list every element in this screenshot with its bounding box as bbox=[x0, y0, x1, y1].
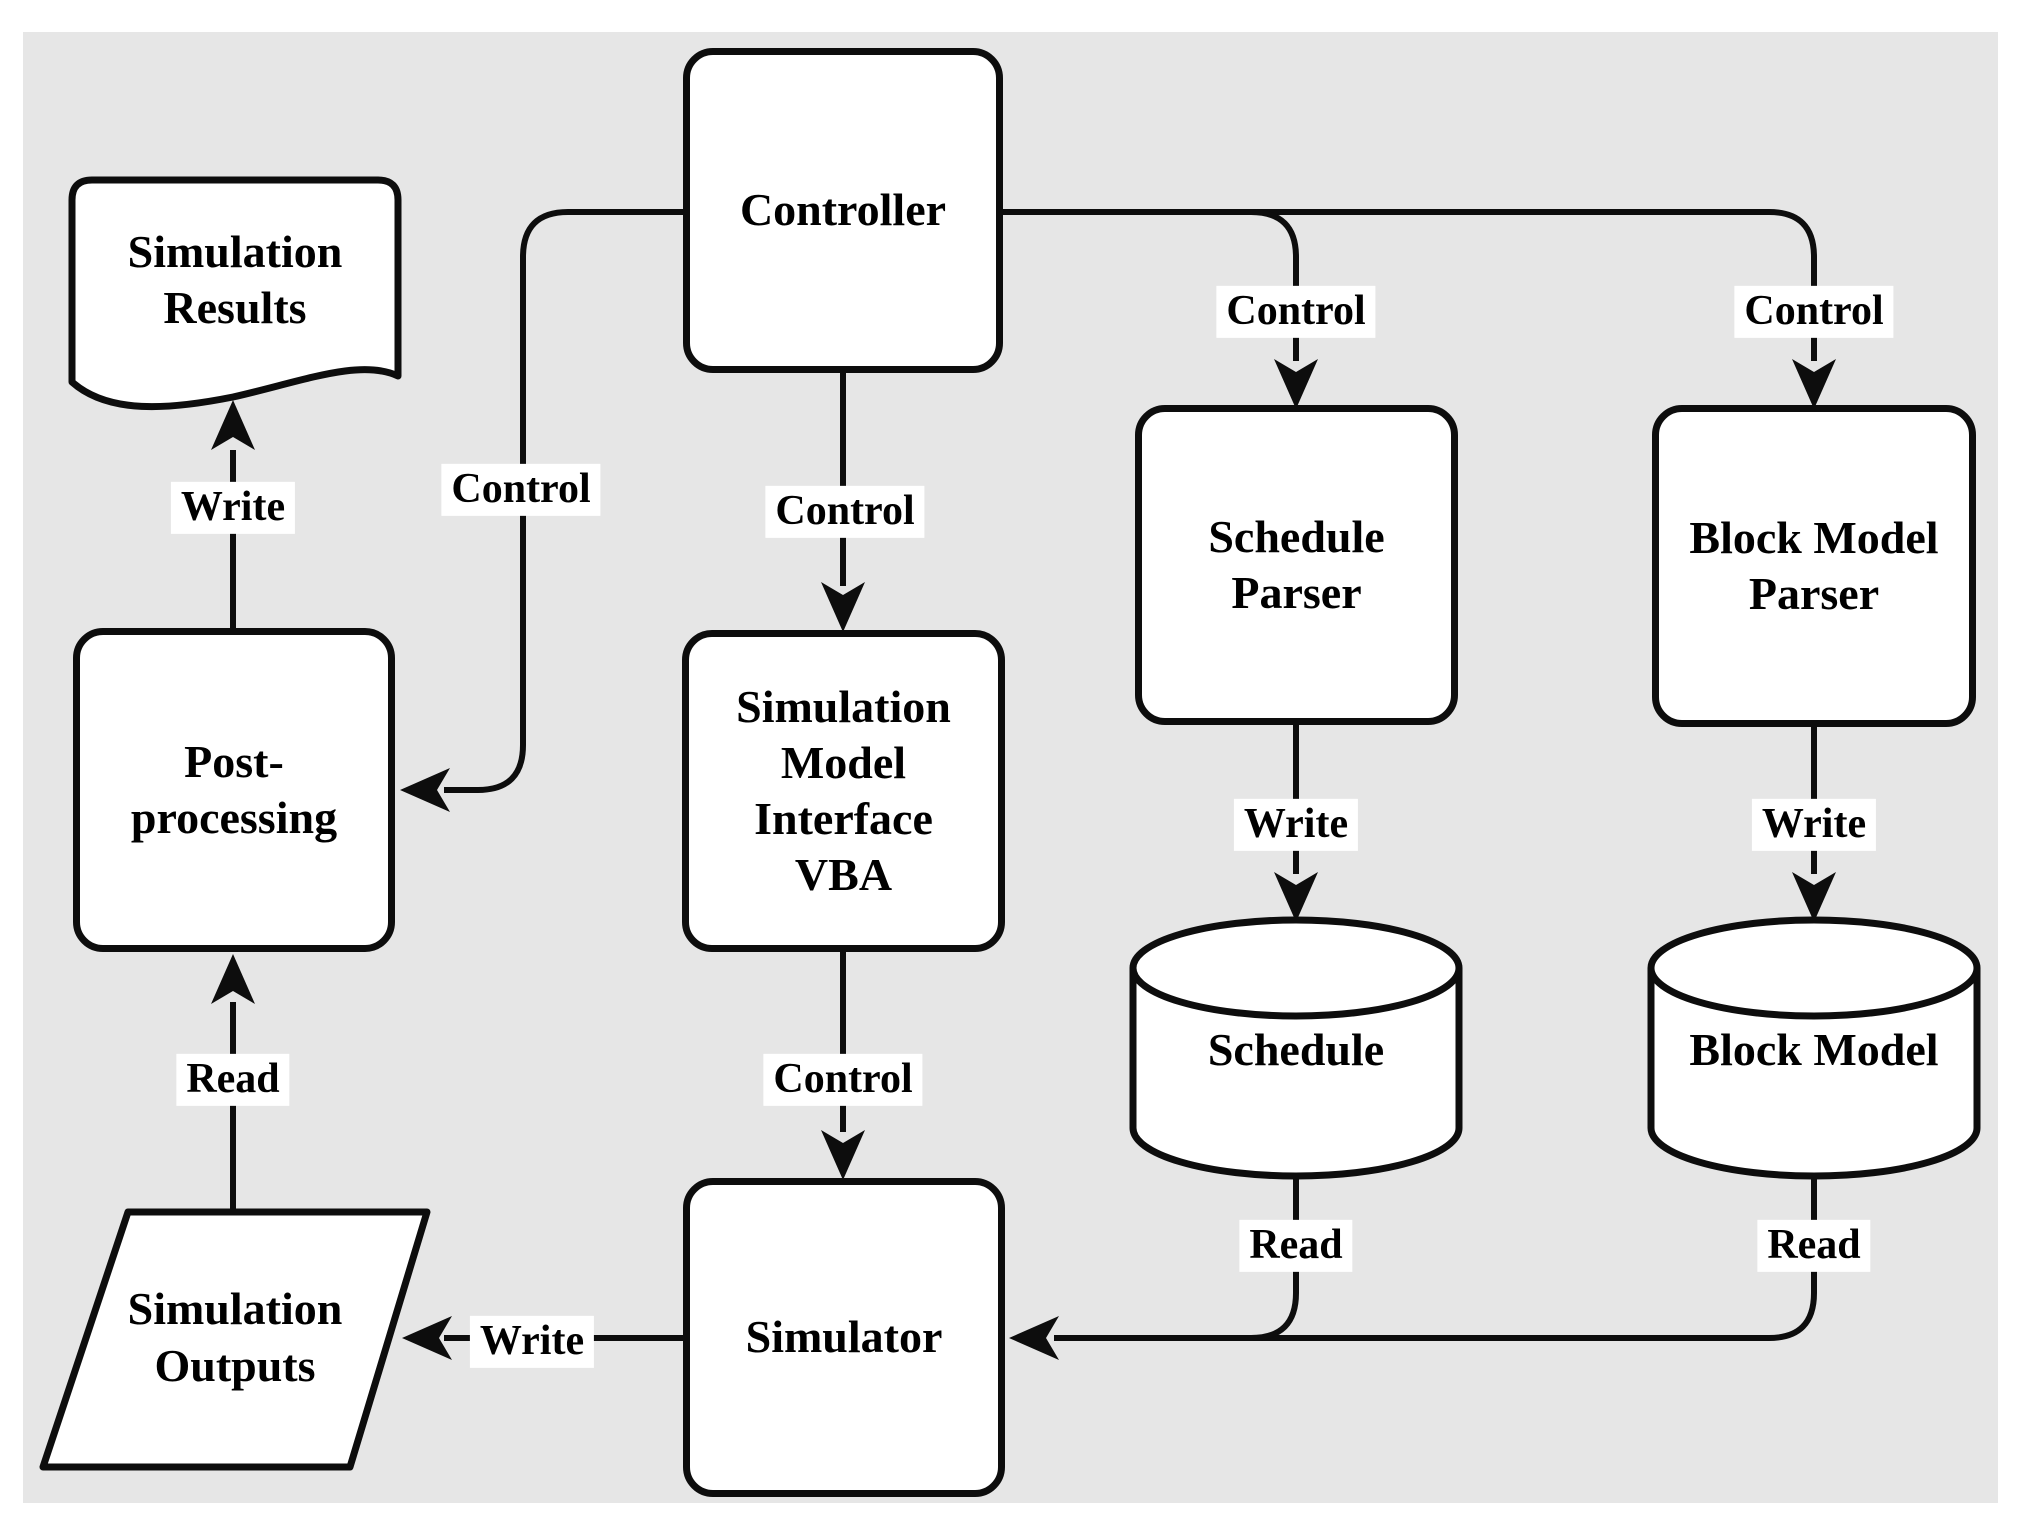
node-controller: Controller bbox=[683, 48, 1003, 373]
node-schedule-db-body bbox=[1129, 968, 1463, 1180]
edge-label-control-to-block-model-parser: Control bbox=[1734, 285, 1894, 339]
edge-label-control-to-schedule-parser: Control bbox=[1216, 285, 1376, 339]
edge-controller-to-schedule-parser-line bbox=[1250, 209, 1299, 361]
arrowhead-into-simulator-top bbox=[821, 1130, 865, 1180]
edge-label-write-to-outputs: Write bbox=[469, 1315, 595, 1369]
edge-block-model-to-simulator-line bbox=[1054, 1178, 1817, 1341]
edge-label-read-outputs-to-post: Read bbox=[176, 1053, 290, 1107]
edge-label-read-block-model: Read bbox=[1757, 1219, 1871, 1273]
node-simulation-outputs-shape bbox=[39, 1208, 431, 1471]
arrowhead-into-schedule-db bbox=[1274, 872, 1318, 922]
node-schedule-db-top bbox=[1129, 916, 1463, 1020]
edge-label-read-schedule: Read bbox=[1239, 1219, 1353, 1273]
node-block-model-parser: Block Model Parser bbox=[1652, 405, 1976, 727]
arrowhead-into-simulator-right bbox=[1009, 1316, 1059, 1360]
edge-schedule-to-simulator-line bbox=[1250, 1178, 1299, 1341]
node-post-processing: Post- processing bbox=[73, 628, 395, 952]
node-simulation-model-interface-vba: Simulation Model Interface VBA bbox=[682, 630, 1005, 952]
edge-label-control-vba-to-simulator: Control bbox=[763, 1053, 923, 1107]
arrowhead-into-block-model-db bbox=[1792, 872, 1836, 922]
node-simulation-results-shape bbox=[68, 176, 402, 411]
node-block-model-db-body bbox=[1647, 968, 1981, 1180]
arrowhead-into-results bbox=[211, 400, 255, 450]
node-schedule-parser: Schedule Parser bbox=[1135, 405, 1458, 725]
edge-label-control-to-vba: Control bbox=[765, 485, 925, 539]
edge-label-write-to-schedule: Write bbox=[1233, 798, 1359, 852]
arrowhead-into-vba bbox=[821, 582, 865, 632]
edge-label-control-to-post-processing: Control bbox=[441, 463, 601, 517]
node-simulator: Simulator bbox=[683, 1178, 1005, 1497]
edge-label-write-to-results: Write bbox=[170, 481, 296, 535]
edge-label-write-to-block-model: Write bbox=[1751, 798, 1877, 852]
arrowhead-into-post-processing-bottom bbox=[211, 954, 255, 1004]
arrowhead-into-schedule-parser bbox=[1274, 359, 1318, 409]
arrowhead-into-post-processing bbox=[400, 768, 450, 812]
node-block-model-db-top bbox=[1647, 916, 1981, 1020]
edge-controller-rail-line bbox=[1003, 209, 1817, 361]
arrowhead-into-outputs bbox=[402, 1316, 452, 1360]
arrowhead-into-block-model-parser bbox=[1792, 359, 1836, 409]
